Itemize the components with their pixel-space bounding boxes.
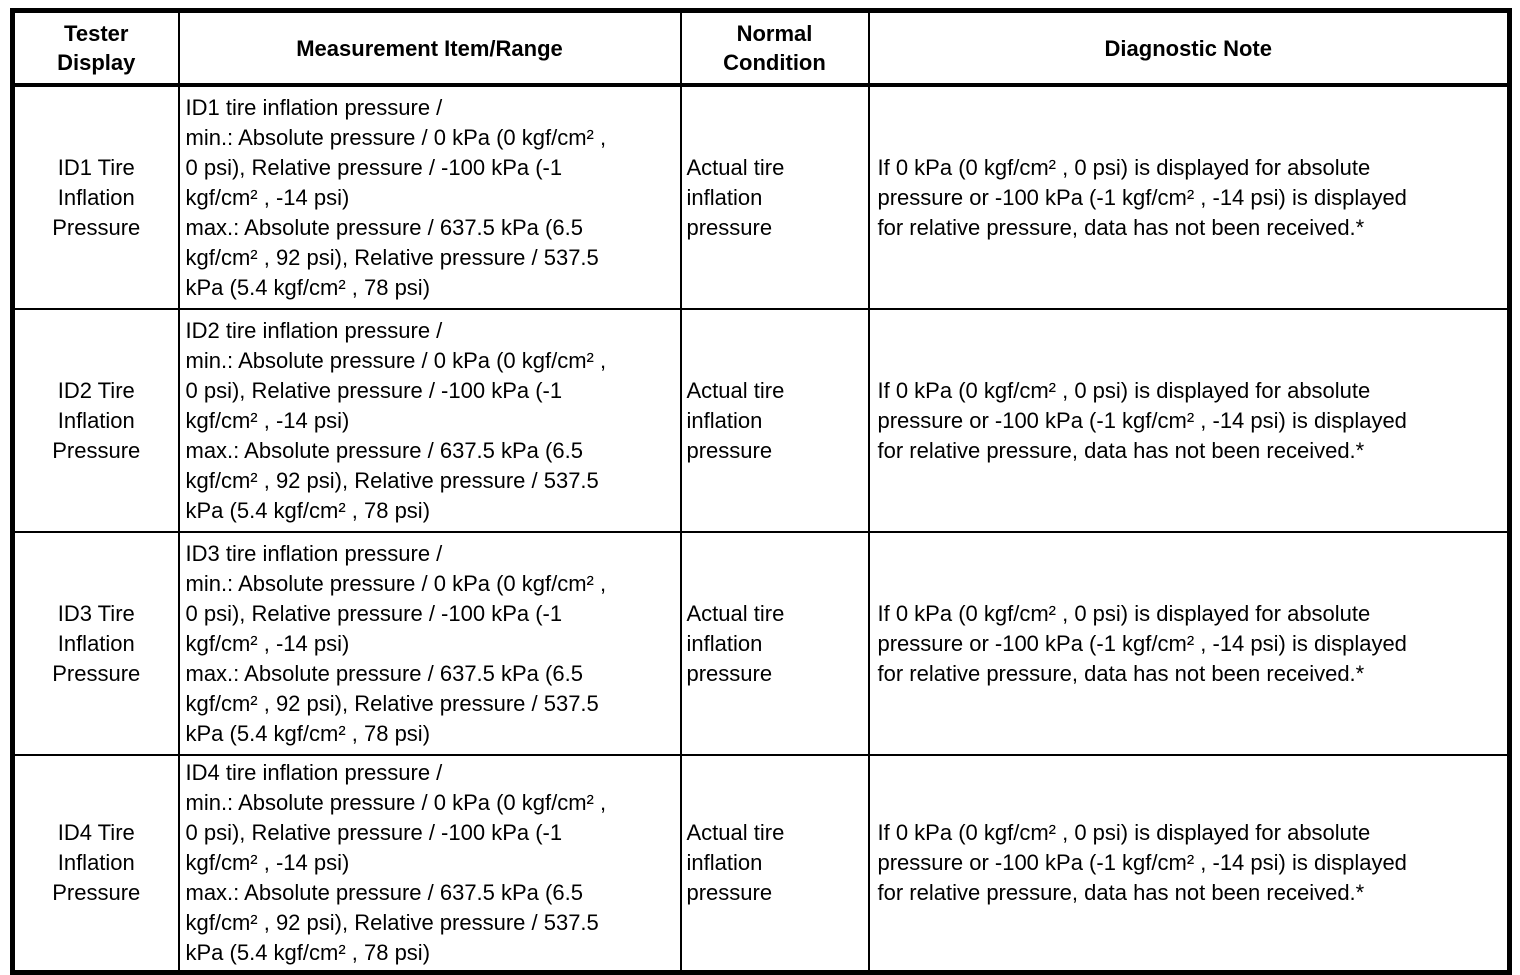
tester-display-cell: ID4 Tire Inflation Pressure bbox=[11, 754, 180, 974]
header-tester-display: Tester Display bbox=[11, 9, 180, 87]
header-normal-condition: Normal Condition bbox=[679, 9, 870, 87]
header-row: Tester Display Measurement Item/Range No… bbox=[11, 9, 1511, 87]
measurement-range-cell: ID1 tire inflation pressure / min.: Abso… bbox=[177, 84, 682, 310]
diagnostic-note-cell: If 0 kPa (0 kgf/cm² , 0 psi) is displaye… bbox=[867, 84, 1511, 310]
normal-condition-cell: Actual tire inflation pressure bbox=[679, 308, 870, 533]
table-row-id2: ID2 Tire Inflation Pressure ID2 tire inf… bbox=[11, 308, 1511, 533]
tester-display-cell: ID3 Tire Inflation Pressure bbox=[11, 531, 180, 756]
measurement-range-cell: ID4 tire inflation pressure / min.: Abso… bbox=[177, 754, 682, 974]
diagnostic-note-cell: If 0 kPa (0 kgf/cm² , 0 psi) is displaye… bbox=[867, 754, 1511, 974]
normal-condition-cell: Actual tire inflation pressure bbox=[679, 531, 870, 756]
table-row-id3: ID3 Tire Inflation Pressure ID3 tire inf… bbox=[11, 531, 1511, 756]
diagnostic-note-cell: If 0 kPa (0 kgf/cm² , 0 psi) is displaye… bbox=[867, 308, 1511, 533]
tire-pressure-data-list-table: Tester Display Measurement Item/Range No… bbox=[10, 8, 1512, 975]
measurement-range-cell: ID2 tire inflation pressure / min.: Abso… bbox=[177, 308, 682, 533]
normal-condition-cell: Actual tire inflation pressure bbox=[679, 84, 870, 310]
tester-display-cell: ID1 Tire Inflation Pressure bbox=[11, 84, 180, 310]
measurement-range-cell: ID3 tire inflation pressure / min.: Abso… bbox=[177, 531, 682, 756]
table-row-id4: ID4 Tire Inflation Pressure ID4 tire inf… bbox=[11, 754, 1511, 974]
header-diagnostic-note: Diagnostic Note bbox=[867, 9, 1511, 87]
header-measurement-item-range: Measurement Item/Range bbox=[177, 9, 682, 87]
tester-display-cell: ID2 Tire Inflation Pressure bbox=[11, 308, 180, 533]
table-row-id1: ID1 Tire Inflation Pressure ID1 tire inf… bbox=[11, 84, 1511, 310]
diagnostic-note-cell: If 0 kPa (0 kgf/cm² , 0 psi) is displaye… bbox=[867, 531, 1511, 756]
normal-condition-cell: Actual tire inflation pressure bbox=[679, 754, 870, 974]
